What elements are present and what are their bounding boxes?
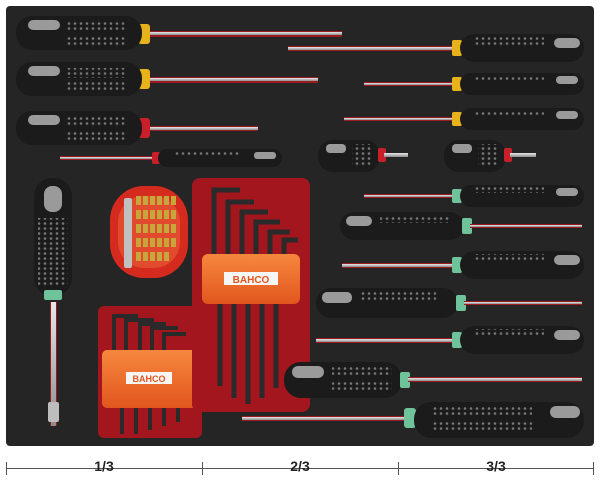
screwdriver-right-6 [342, 251, 584, 279]
scale-label-1: 1/3 [94, 458, 114, 474]
scale-line [6, 468, 594, 469]
scale-tick-end [593, 462, 594, 475]
screwdriver-precision-4 [60, 149, 282, 167]
tray-width-scale: 1/3 2/3 3/3 [0, 448, 600, 483]
scale-label-3: 3/3 [486, 458, 506, 474]
hex-key-set-small: BAHCO [98, 306, 202, 438]
stubby-screwdriver-1 [318, 140, 408, 172]
hex-large-brand-label: BAHCO [233, 275, 270, 286]
screwdriver-left-handle-5 [340, 212, 582, 240]
screwdriver-right-10 [242, 402, 584, 438]
bit-set-holder [110, 186, 188, 278]
screwdriver-left-handle-7 [316, 288, 582, 318]
nut-driver-vertical [34, 178, 72, 426]
screwdriver-slotted-2 [16, 62, 318, 96]
screwdriver-right-1 [288, 34, 584, 62]
screwdriver-right-3 [344, 108, 584, 130]
scale-label-2: 2/3 [290, 458, 310, 474]
scale-tick-1 [202, 462, 203, 475]
screwdriver-right-2 [364, 73, 584, 95]
stubby-screwdriver-2 [444, 140, 536, 172]
screwdriver-right-8 [316, 326, 584, 354]
scale-tick-2 [398, 462, 399, 475]
screwdriver-left-handle-9 [284, 362, 582, 398]
hex-small-brand-label: BAHCO [133, 374, 166, 384]
hex-key-set-large: BAHCO [192, 178, 310, 412]
screwdriver-right-4 [364, 185, 584, 207]
screwdriver-slotted-1 [16, 16, 342, 50]
tool-tray: BAHCO BAHCO [6, 6, 594, 446]
scale-tick-start [6, 462, 7, 475]
tool-tray-illustration: BAHCO BAHCO [16, 16, 584, 438]
screwdriver-phillips-3 [16, 111, 258, 145]
